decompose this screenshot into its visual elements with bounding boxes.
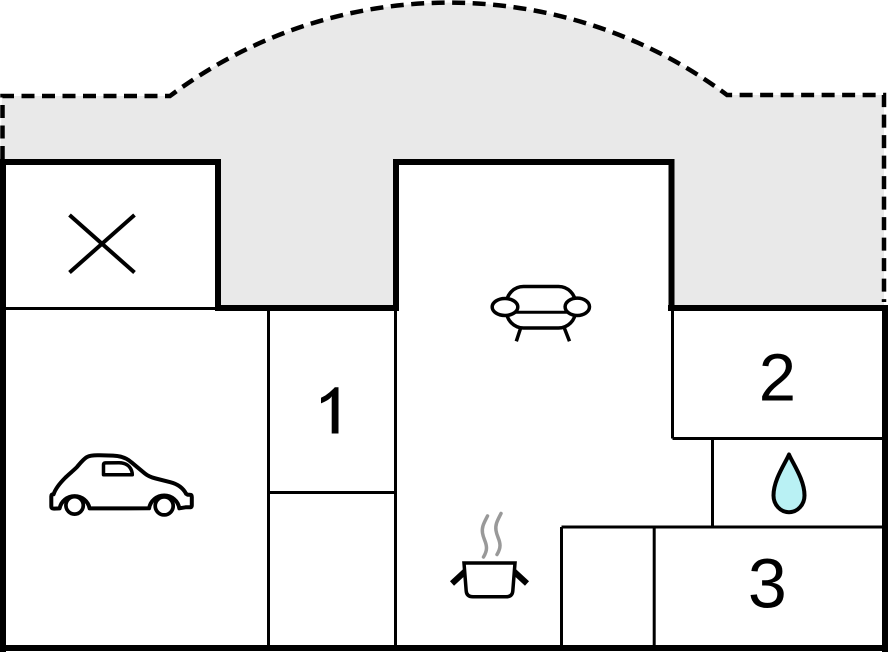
svg-text:3: 3 — [748, 545, 787, 623]
svg-text:2: 2 — [759, 340, 796, 415]
